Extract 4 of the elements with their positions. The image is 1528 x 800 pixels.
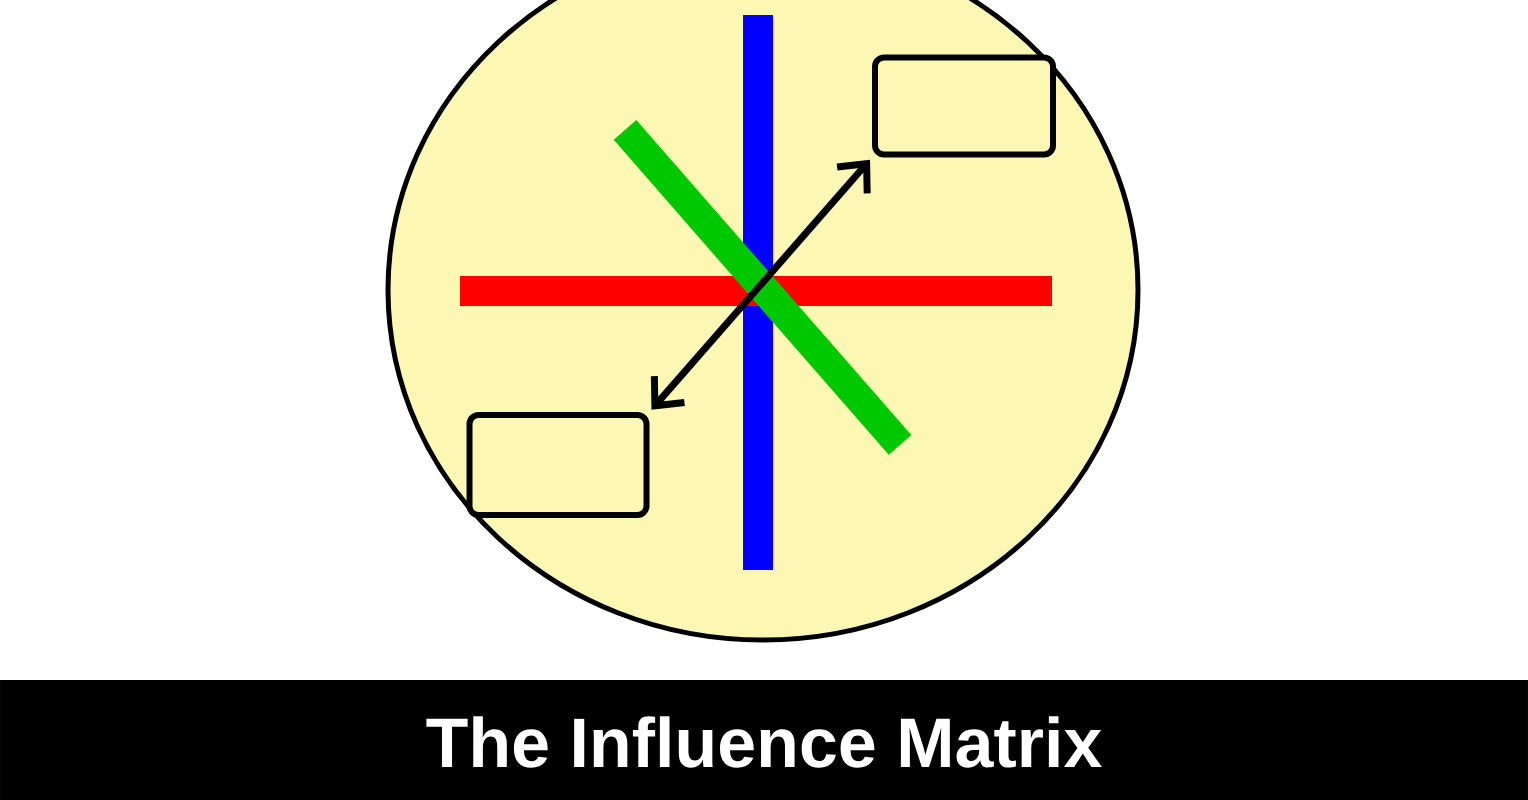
double-arrow — [650, 159, 871, 410]
empty-box — [466, 412, 650, 518]
title-banner: The Influence Matrix — [0, 680, 1528, 800]
empty-box — [872, 54, 1056, 158]
